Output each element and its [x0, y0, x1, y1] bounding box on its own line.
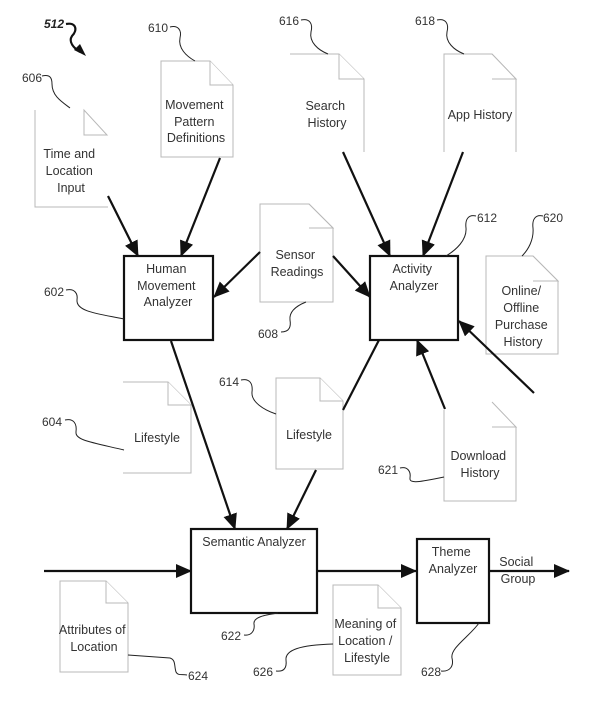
- arrow-download-to-activity: [415, 339, 447, 410]
- document-purchase-history: Online/ Offline Purchase History 620: [485, 211, 563, 355]
- ref-614: 614: [219, 375, 239, 389]
- box-label: Semantic Analyzer: [202, 535, 306, 549]
- document-lifestyle-left: Lifestyle 604: [42, 381, 192, 474]
- ref-628: 628: [421, 665, 441, 679]
- ref-610: 610: [148, 21, 168, 35]
- box-label: Human Movement Analyzer: [137, 262, 199, 309]
- document-download-history: Download History 621: [378, 401, 518, 502]
- leader-line: [399, 467, 445, 483]
- ref-606: 606: [22, 71, 42, 85]
- leader-line: [436, 19, 465, 55]
- box-label: Theme Analyzer: [429, 545, 478, 576]
- activity-analyzer: Activity Analyzer 612: [368, 211, 497, 342]
- arrow-purchase-to-activity: [458, 320, 535, 394]
- document-meaning-location: Meaning of Location / Lifestyle 626: [253, 584, 402, 679]
- leader-line: [275, 643, 334, 672]
- arrow-app-to-activity: [421, 151, 465, 257]
- connectors: [44, 151, 570, 578]
- leader-line: [127, 654, 188, 676]
- document-time-location: Time and Location Input 606: [22, 71, 109, 208]
- human-movement-analyzer: Human Movement Analyzer 602: [44, 254, 215, 342]
- arrow-search-to-activity: [341, 151, 392, 257]
- ref-620: 620: [543, 211, 563, 225]
- line-activity-to-lifestyle: [342, 339, 380, 411]
- leader-line: [243, 612, 279, 636]
- doc-text: Online/ Offline Purchase History: [495, 284, 551, 349]
- ref-621: 621: [378, 463, 398, 477]
- semantic-analyzer: Semantic Analyzer 622: [189, 527, 319, 643]
- leader-line: [440, 622, 480, 672]
- doc-text: Lifestyle: [286, 428, 332, 442]
- doc-text: Search History: [305, 99, 348, 130]
- output-label: Social Group: [499, 555, 537, 586]
- leader-line: [64, 419, 125, 451]
- figure-ref-arrowhead: [74, 44, 86, 56]
- doc-text: Movement Pattern Definitions: [165, 98, 227, 145]
- theme-analyzer: Theme Analyzer 628: [415, 537, 491, 679]
- ref-618: 618: [415, 14, 435, 28]
- leader-line: [445, 215, 477, 257]
- document-attributes-location: Attributes of Location 624: [59, 580, 208, 683]
- doc-text: Time and Location Input: [43, 147, 98, 195]
- box-label: Activity Analyzer: [390, 262, 439, 293]
- figure-ref-curve: [65, 22, 81, 53]
- doc-text: Download History: [450, 449, 509, 480]
- figure-ref-label: 512: [44, 17, 64, 31]
- doc-text: Lifestyle: [134, 431, 180, 445]
- ref-622: 622: [221, 629, 241, 643]
- arrow-pattern-to-hma: [179, 157, 222, 257]
- doc-text: App History: [448, 108, 513, 122]
- ref-626: 626: [253, 665, 273, 679]
- ref-612: 612: [477, 211, 497, 225]
- doc-text: Attributes of Location: [59, 623, 129, 654]
- arrow-time-to-hma: [107, 195, 139, 257]
- arrow-sensor-to-activity: [332, 255, 371, 298]
- ref-604: 604: [42, 415, 62, 429]
- leader-line: [169, 26, 196, 62]
- leader-line: [240, 379, 277, 415]
- ref-608: 608: [258, 327, 278, 341]
- arrow-hma-to-semantic: [169, 340, 237, 530]
- arrow-lifestyle-to-semantic: [286, 469, 317, 530]
- ref-616: 616: [279, 14, 299, 28]
- leader-line: [521, 215, 544, 257]
- document-sensor-readings: Sensor Readings 608: [258, 203, 335, 341]
- ref-624: 624: [188, 669, 208, 683]
- document-app-history: App History 618: [415, 14, 518, 152]
- arrow-sensor-to-hma: [213, 251, 261, 298]
- leader-line: [41, 75, 71, 109]
- leader-line: [65, 289, 125, 320]
- leader-line: [300, 19, 329, 55]
- figure-reference: 512: [44, 17, 86, 56]
- ref-602: 602: [44, 285, 64, 299]
- leader-line: [280, 301, 307, 333]
- document-search-history: Search History 616: [279, 14, 365, 152]
- doc-text: Meaning of Location / Lifestyle: [334, 617, 399, 665]
- document-movement-pattern: Movement Pattern Definitions 610: [148, 21, 234, 158]
- doc-text: Sensor Readings: [271, 248, 324, 279]
- document-lifestyle-right: Lifestyle 614: [219, 375, 344, 470]
